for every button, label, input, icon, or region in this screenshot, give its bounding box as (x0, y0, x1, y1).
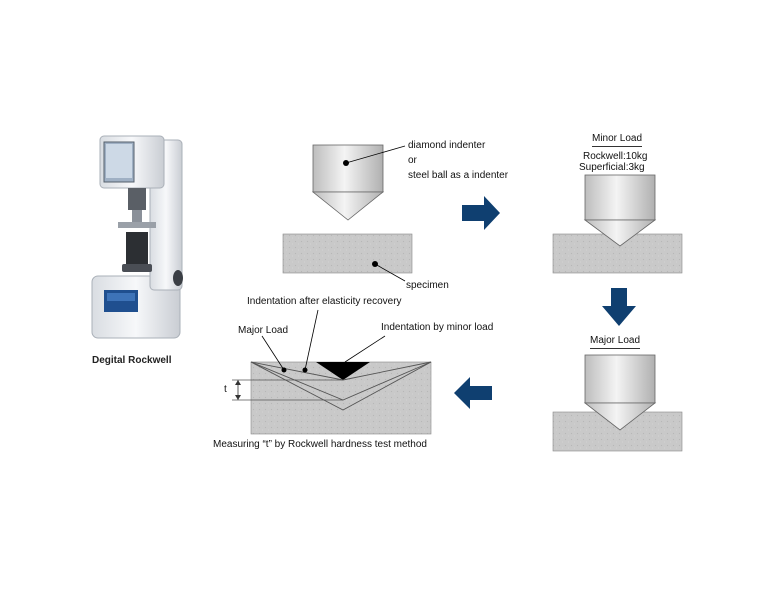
minor-load-title: Minor Load (592, 133, 643, 147)
measurement-caption: Measuring “t” by Rockwell hardness test … (213, 439, 427, 450)
step1-indenter (311, 144, 406, 221)
step4-measurement-figure (232, 309, 432, 435)
indenter-label-1: diamond indenter (408, 140, 486, 151)
major-load-label: Major Load (238, 325, 289, 336)
major-load-title: Major Load (590, 335, 641, 349)
indenter-label-3: steel ball as a indenter (408, 170, 509, 181)
step1-specimen (282, 233, 413, 282)
minor-load-rockwell: Rockwell:10kg (583, 151, 648, 162)
recovery-label: Indentation after elasticity recovery (247, 296, 402, 307)
machine-caption: Degital Rockwell (92, 355, 172, 366)
indenter-label-2: or (408, 155, 417, 166)
step2-minor-load-figure (552, 174, 683, 274)
arrow-left (454, 377, 492, 409)
arrow-right (462, 196, 500, 230)
step3-major-load-figure (552, 354, 683, 452)
minor-indentation-label: Indentation by minor load (381, 322, 494, 333)
depth-t-label: t (224, 384, 227, 395)
rockwell-tester-image (91, 135, 183, 339)
minor-load-superficial: Superficial:3kg (579, 162, 645, 173)
specimen-label: specimen (406, 280, 449, 291)
arrow-down (602, 288, 636, 326)
